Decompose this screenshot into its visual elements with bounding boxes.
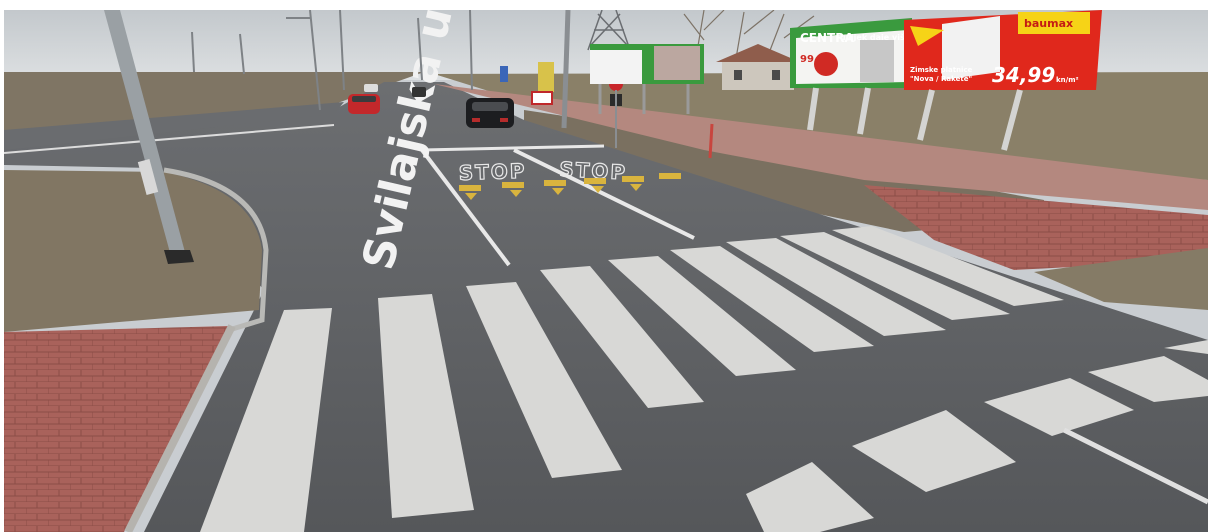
lane-divider — [513, 148, 695, 240]
billboard-baumax: baumax Zimske platnice "Nova / Rakete" 3… — [904, 10, 1102, 90]
bollard — [708, 123, 714, 159]
curb-left — [163, 167, 269, 333]
baumax-product-panel — [942, 16, 1000, 80]
house — [722, 60, 794, 90]
centra-brand: CENTRA — [800, 31, 854, 45]
far-car-2 — [364, 84, 378, 92]
house-window-2 — [772, 70, 780, 80]
baumax-price: 34,99 — [992, 63, 1055, 87]
street-lamps — [191, 10, 473, 111]
curb-sidewalk-left — [124, 324, 236, 532]
baumax-price-unit: kn/m² — [1056, 76, 1079, 84]
transmission-tower — [587, 10, 631, 51]
pole-sticker — [137, 159, 159, 195]
side-road — [4, 102, 344, 150]
baumax-brand: baumax — [1024, 17, 1073, 30]
far-road-line — [4, 124, 335, 154]
billboard-legs — [807, 87, 1023, 151]
yellow-sign — [538, 62, 554, 92]
foreground-pole — [104, 10, 186, 260]
far-car-1 — [412, 87, 426, 97]
sidewalk-left — [4, 326, 229, 532]
stop-marking-1: STOP — [458, 159, 527, 185]
lane-edge-left — [420, 148, 511, 267]
zebra-crosswalk — [200, 226, 1208, 532]
centra-person-figure — [860, 40, 894, 82]
lane-top-line — [421, 144, 605, 152]
centra-red-disc — [814, 52, 838, 76]
pole-median — [561, 10, 571, 129]
sidewalk-right — [864, 185, 1208, 270]
diagonal-lane-line — [1062, 427, 1208, 505]
chevron-sign — [531, 91, 553, 105]
baumax-swoosh — [910, 26, 944, 46]
baumax-caption-2: "Nova / Rakete" — [910, 75, 972, 83]
centra-price: 99 — [800, 54, 814, 65]
billboard-small — [590, 44, 704, 114]
bare-trees — [683, 10, 815, 71]
yield-triangles — [459, 173, 681, 200]
centra-slogan: uvijek daje više! — [840, 32, 914, 42]
house-roof — [716, 44, 800, 62]
baumax-caption-1: Zimske platnice — [910, 66, 973, 74]
baumax-logo-box — [1018, 12, 1090, 34]
house-window-1 — [734, 70, 742, 80]
grass-right-corner — [1034, 248, 1208, 310]
street-photo: STOP STOP Svilajska ul. — [4, 10, 1208, 532]
street-scene: STOP STOP Svilajska ul. — [4, 10, 1208, 532]
grass-island-left — [4, 170, 262, 332]
blue-sign — [500, 66, 508, 82]
dark-car — [466, 98, 514, 128]
red-car — [348, 94, 380, 114]
billboard-centra: CENTRA uvijek daje više! 99 — [790, 18, 914, 88]
pole-base — [164, 250, 194, 264]
bike-path — [434, 84, 1208, 210]
